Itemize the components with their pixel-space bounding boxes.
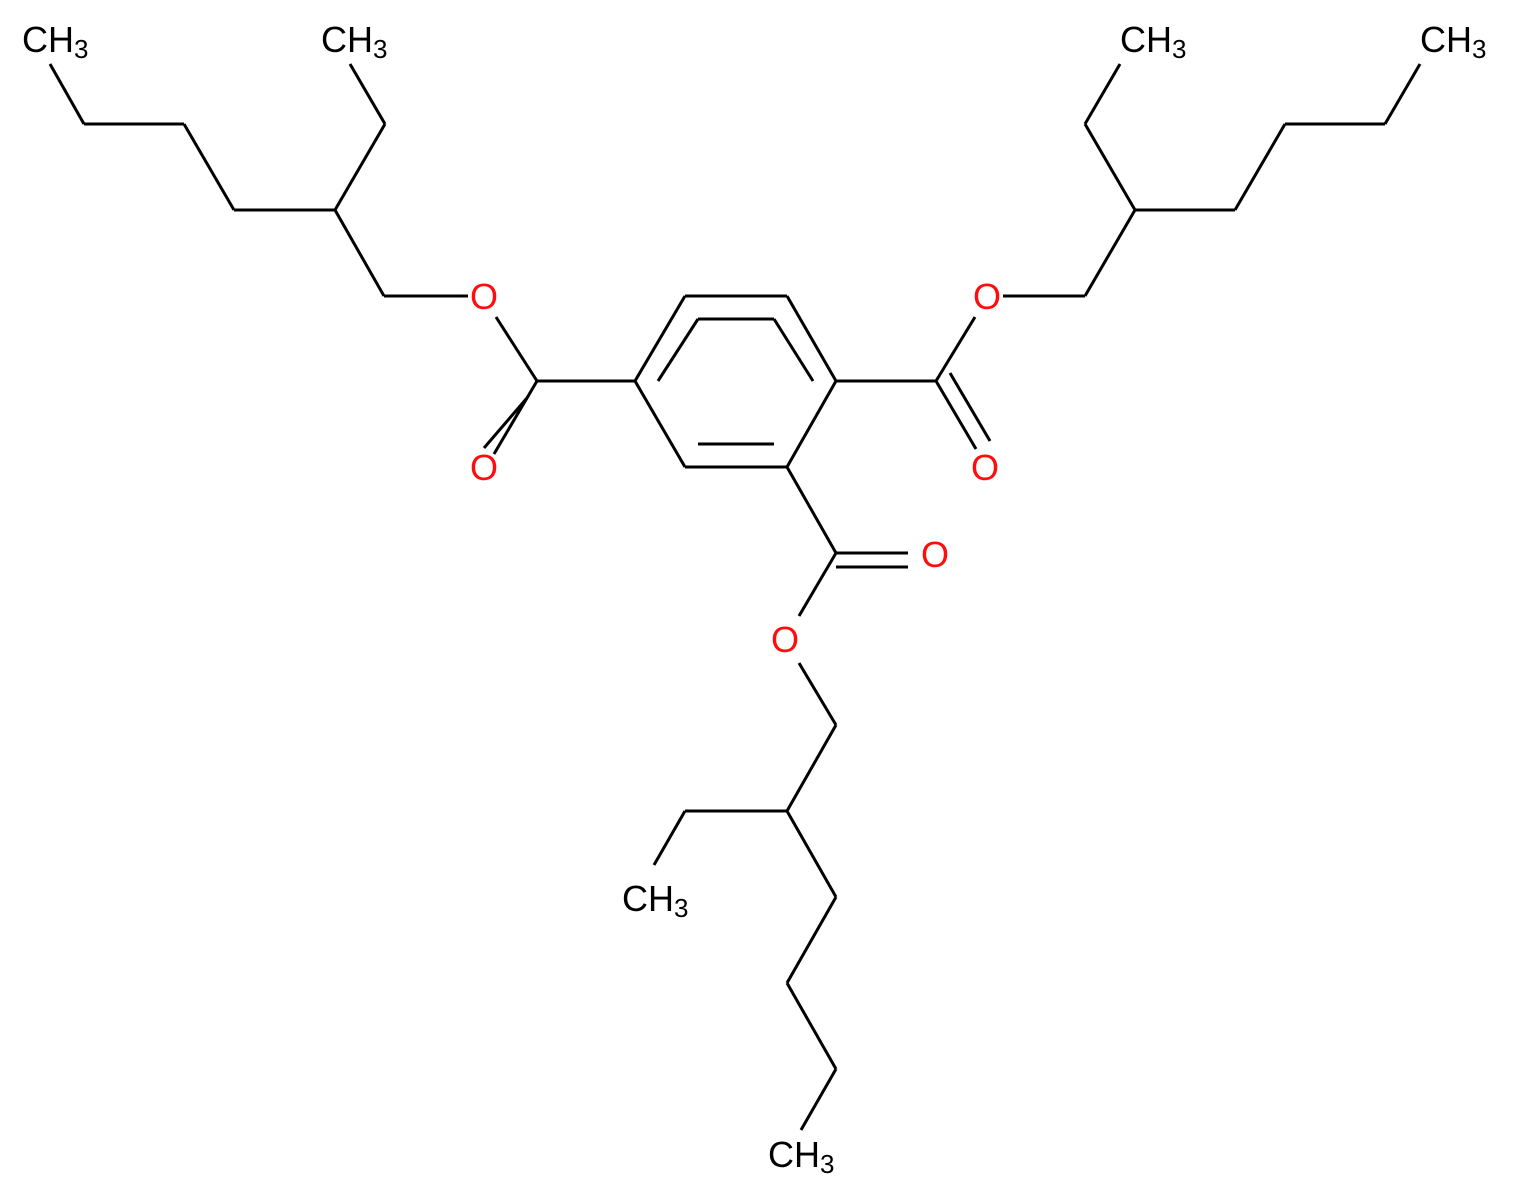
- carbonyl-bond: [948, 372, 992, 442]
- carbonyl-bond: [482, 397, 529, 449]
- oxygen-label: O: [470, 447, 498, 488]
- oxygen-label: O: [971, 447, 999, 488]
- methyl-label: CH3: [22, 19, 88, 64]
- ring-bond: [633, 380, 687, 468]
- ester-bond: [797, 552, 838, 617]
- bonds: [48, 63, 1422, 1131]
- chain-bond: [1083, 209, 1137, 297]
- carbonyl-bond: [492, 380, 539, 455]
- methyl-label: CH3: [768, 1134, 834, 1179]
- ester-bond: [494, 316, 539, 382]
- chain-bond: [785, 896, 838, 984]
- methyl-label: CH3: [321, 19, 387, 64]
- ester-bond: [797, 662, 838, 726]
- ring-double-bond-inner: [772, 318, 815, 382]
- chain-bond: [785, 982, 838, 1070]
- ester-bond: [934, 316, 977, 382]
- atom-labels: O O O O O O CH3 CH3 CH3 CH3 CH3 CH3: [22, 19, 1486, 1179]
- ring-bond: [785, 295, 838, 382]
- chain-bond: [348, 63, 387, 125]
- chain-bond: [799, 1068, 838, 1131]
- chain-bond: [333, 209, 386, 297]
- oxygen-label: O: [771, 619, 799, 660]
- chain-bond: [785, 724, 838, 812]
- oxygen-label: O: [921, 534, 949, 575]
- ester-bond: [785, 466, 838, 554]
- chain-bond: [652, 810, 687, 866]
- methyl-label: CH3: [1420, 19, 1486, 64]
- ring-double-bond-inner: [656, 318, 700, 382]
- chain-bond: [48, 63, 86, 125]
- ring-bond: [785, 380, 838, 468]
- chain-bond: [785, 810, 838, 898]
- methyl-label: CH3: [622, 878, 688, 923]
- ring-bond: [633, 295, 687, 382]
- chain-bond: [1233, 123, 1287, 211]
- chain-bond: [333, 123, 387, 211]
- oxygen-label: O: [470, 276, 498, 317]
- methyl-label: CH3: [1120, 19, 1186, 64]
- chain-bond: [182, 123, 236, 211]
- carbonyl-bond: [934, 380, 978, 450]
- chain-bond: [1083, 123, 1137, 211]
- chain-bond: [1083, 63, 1122, 125]
- oxygen-label: O: [973, 276, 1001, 317]
- chain-bond: [1383, 63, 1422, 125]
